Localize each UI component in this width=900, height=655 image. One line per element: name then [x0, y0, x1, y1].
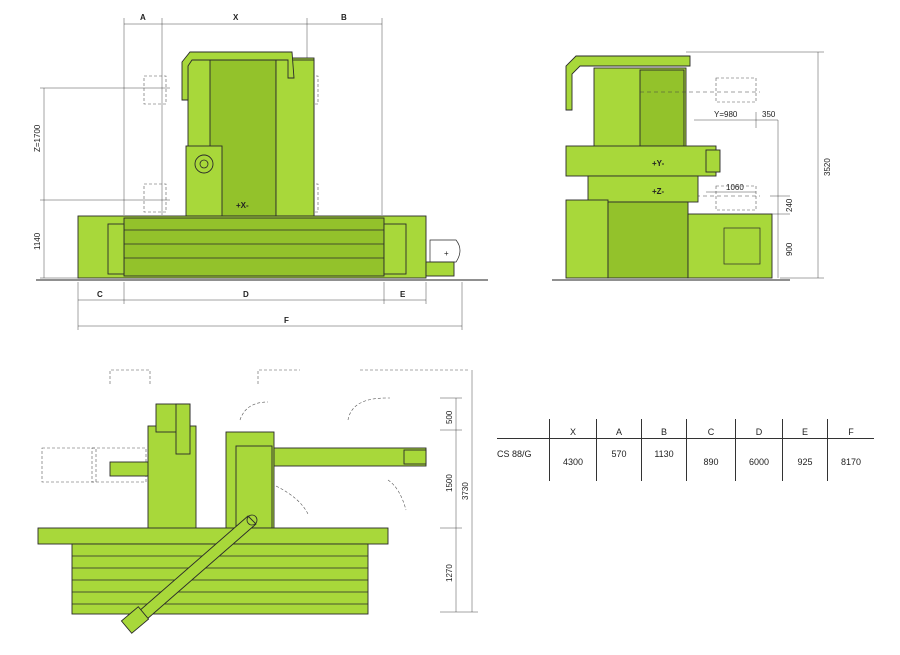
spec-value-x: 4300 — [549, 438, 597, 481]
dim-label-f: F — [284, 316, 289, 325]
dim-label-x: X — [233, 13, 239, 22]
dim-label-1060: 1060 — [726, 183, 744, 192]
dim-label-1270: 1270 — [445, 564, 454, 582]
spec-value-d: 6000 — [735, 438, 783, 481]
side-view: +Y- +Z- Y=980 350 1060 240 900 3520 — [552, 51, 832, 281]
spec-header-e: E — [782, 419, 828, 439]
dim-label-a: A — [140, 13, 146, 22]
dim-label-500: 500 — [445, 410, 454, 424]
axis-label-z: +Z- — [652, 187, 665, 196]
spec-value-a: 570 — [596, 438, 642, 481]
axis-label-x: +X- — [236, 201, 249, 210]
spec-value-c: 890 — [686, 438, 736, 481]
dim-label-3520: 3520 — [823, 158, 832, 176]
dim-label-350: 350 — [762, 110, 776, 119]
spec-header-x: X — [549, 419, 597, 439]
dim-label-1500: 1500 — [445, 474, 454, 492]
dim-label-240: 240 — [785, 198, 794, 212]
spec-header-c: C — [686, 419, 736, 439]
spec-model: CS 88/G — [497, 449, 532, 459]
dim-label-3730: 3730 — [461, 482, 470, 500]
spec-header-row: X A B C D E F — [497, 419, 874, 439]
dim-label-c: C — [97, 290, 103, 299]
dim-label-y-travel: Y=980 — [714, 110, 738, 119]
dim-label-d: D — [243, 290, 249, 299]
spec-row: CS 88/G 4300 570 1130 890 6000 925 8170 — [497, 438, 874, 481]
dim-label-900: 900 — [785, 242, 794, 256]
top-view: 500 1500 1270 3730 — [37, 369, 478, 634]
dim-label-b: B — [341, 13, 347, 22]
axis-label-y: +Y- — [652, 159, 665, 168]
spec-header-b: B — [641, 419, 687, 439]
spec-header-a: A — [596, 419, 642, 439]
front-view: A X B Z=1700 1140 +X- — [33, 13, 488, 330]
spec-value-f: 8170 — [827, 438, 874, 481]
dim-label-height-1140: 1140 — [33, 232, 42, 250]
spec-value-e: 925 — [782, 438, 828, 481]
dim-label-e: E — [400, 290, 406, 299]
spec-header-f: F — [827, 419, 874, 439]
spec-table: X A B C D E F CS 88/G 4300 570 1130 890 … — [497, 419, 874, 481]
svg-text:+: + — [444, 249, 449, 258]
spec-header-d: D — [735, 419, 783, 439]
dim-label-z-travel: Z=1700 — [33, 124, 42, 152]
spec-value-b: 1130 — [641, 438, 687, 481]
